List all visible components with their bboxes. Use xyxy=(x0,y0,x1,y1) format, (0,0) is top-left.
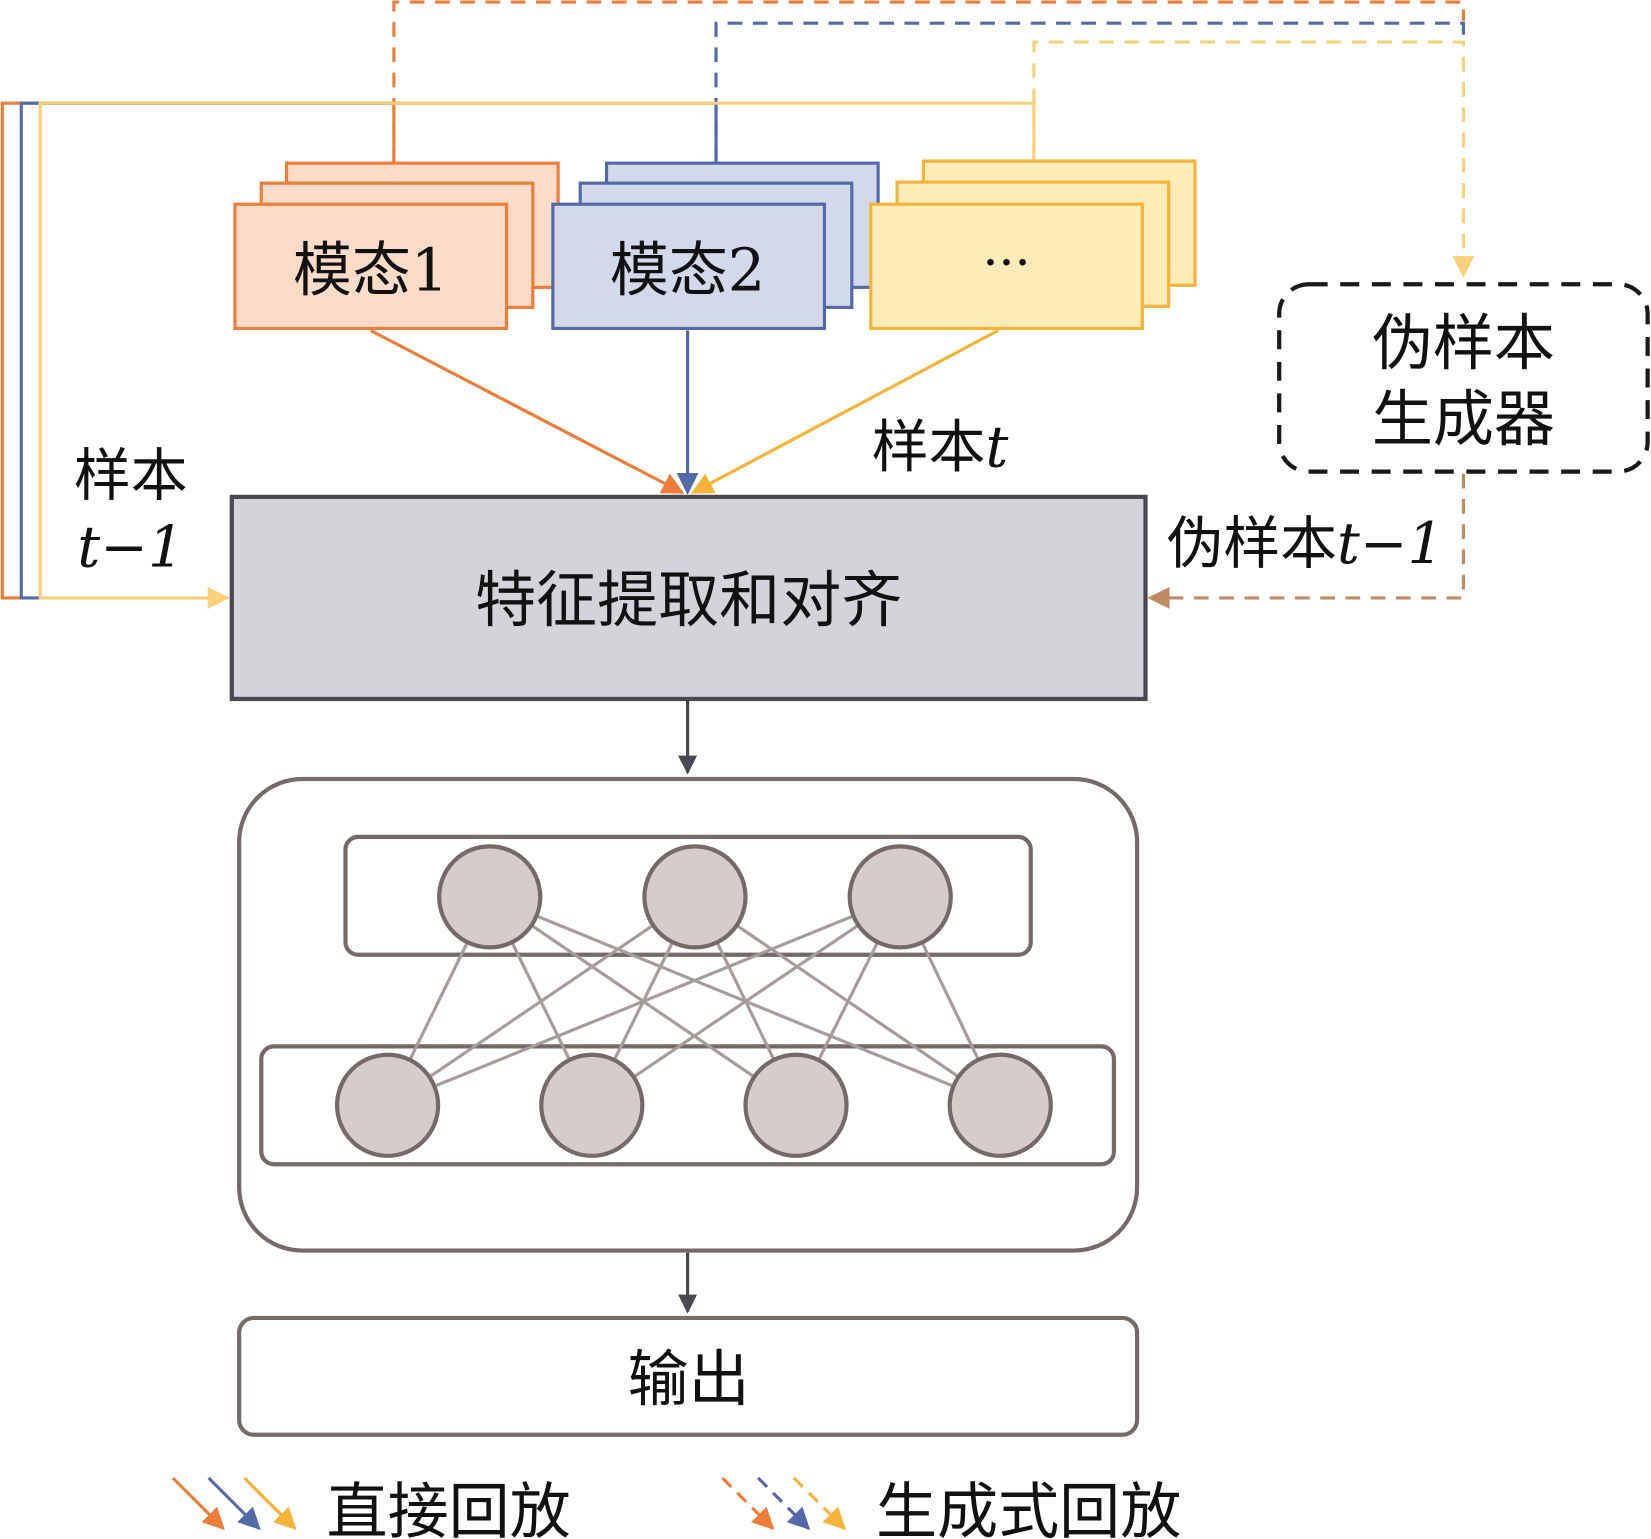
sample-t-label: 样本t xyxy=(872,414,1009,480)
generator-label-line2: 生成器 xyxy=(1372,384,1555,455)
generative-replay-lines xyxy=(392,0,1475,279)
top-layer-node xyxy=(847,844,953,950)
network-link xyxy=(386,895,696,1107)
top-layer-node xyxy=(642,844,748,950)
sample-t-arrows xyxy=(370,329,999,495)
legend: 直接回放 生成式回放 xyxy=(171,1476,1181,1539)
pseudo-prev-arrow xyxy=(1147,473,1465,609)
legend-generative-icon xyxy=(721,1476,847,1531)
bottom-layer-node xyxy=(334,1052,441,1158)
legend-generative-label: 生成式回放 xyxy=(876,1477,1181,1539)
modality-1-label: 模态1 xyxy=(293,236,448,305)
direct-line-yellow xyxy=(38,101,1036,609)
feature-extraction-box xyxy=(229,494,1148,702)
direct-line-blue xyxy=(19,101,718,600)
pseudo-prev-label: 伪样本t−1 xyxy=(1167,511,1444,577)
sample-prev-var: t−1 xyxy=(77,514,184,580)
legend-direct-icon xyxy=(171,1476,297,1531)
generator-label-line1: 伪样本 xyxy=(1372,308,1555,379)
pseudo-generator-box xyxy=(1277,282,1650,474)
network-link xyxy=(386,895,901,1107)
direct-line-orange xyxy=(0,101,396,600)
dashed-line-blue xyxy=(714,21,1465,164)
arrow-modality-more xyxy=(690,329,999,495)
legend-direct-label: 直接回放 xyxy=(327,1477,571,1539)
bottom-layer-node xyxy=(743,1052,849,1158)
sample-prev-label: 样本 xyxy=(74,443,188,509)
modality-stack-more xyxy=(869,159,1197,331)
arrow-modality-1 xyxy=(370,329,685,495)
bottom-layer-node xyxy=(947,1052,1053,1158)
output-label: 输出 xyxy=(628,1344,750,1415)
modality-2-label: 模态2 xyxy=(610,236,765,305)
network-nodes xyxy=(334,844,1053,1158)
output-box xyxy=(237,1315,1140,1437)
top-layer-node xyxy=(437,844,543,950)
modality-more-label: ··· xyxy=(982,233,1030,292)
direct-replay-lines xyxy=(0,101,1036,609)
feature-extraction-label: 特征提取和对齐 xyxy=(475,565,902,636)
network-link xyxy=(590,895,902,1107)
modality-stack-1 xyxy=(233,161,560,331)
bottom-layer-box xyxy=(259,1044,1117,1167)
dashed-line-yellow xyxy=(1032,40,1475,279)
modality-stack-2 xyxy=(551,161,880,331)
dashed-line-orange xyxy=(392,0,1465,164)
bottom-layer-node xyxy=(539,1052,645,1158)
